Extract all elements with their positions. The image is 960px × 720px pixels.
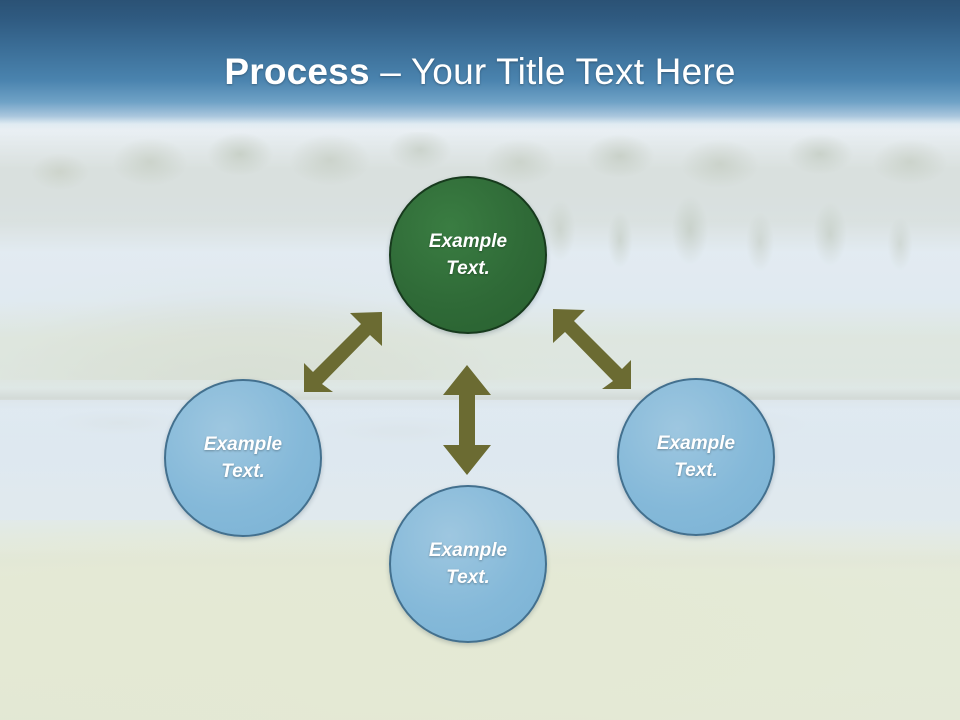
connector-top-bottom-arrow[interactable] (441, 363, 493, 477)
node-center-top[interactable]: Example Text. (389, 176, 547, 334)
page-title: Process – Your Title Text Here (0, 50, 960, 94)
page-title-strong: Process (224, 51, 370, 92)
node-right-line2: Text. (674, 460, 718, 481)
node-bottom-line1: Example (428, 540, 508, 561)
node-left-line2: Text. (221, 461, 265, 482)
connector-top-right-arrow[interactable] (543, 305, 635, 393)
node-bottom-line2: Text. (446, 567, 490, 588)
node-center-top-line2: Text. (446, 258, 490, 279)
node-center-top-line1: Example (428, 231, 508, 252)
node-right-line1: Example (656, 433, 736, 454)
node-left-line1: Example (203, 434, 283, 455)
page-title-separator: – (369, 51, 411, 92)
node-left[interactable]: Example Text. (164, 379, 322, 537)
node-bottom[interactable]: Example Text. (389, 485, 547, 643)
node-right[interactable]: Example Text. (617, 378, 775, 536)
connector-top-left-arrow[interactable] (300, 308, 392, 396)
title-bar (0, 0, 960, 130)
page-title-light: Your Title Text Here (410, 51, 736, 92)
